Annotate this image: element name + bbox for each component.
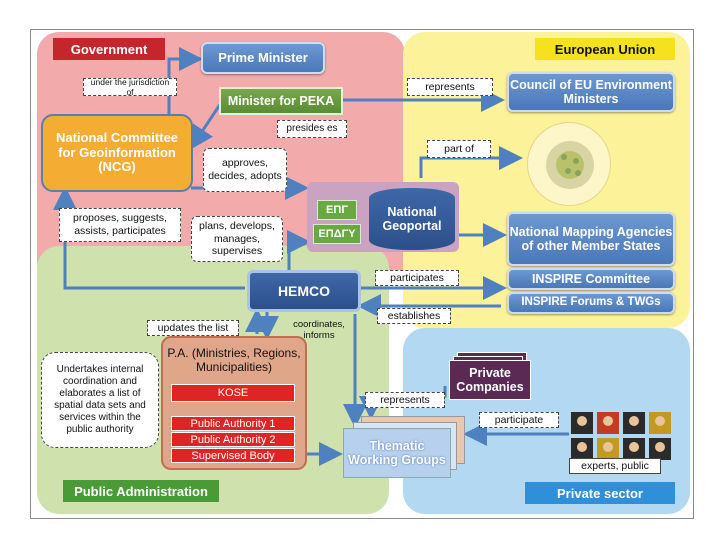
coordinates-label: coordinates, informs — [293, 318, 345, 341]
council-eu-node: Council of EU Environment Ministers — [507, 72, 675, 112]
private-sector-label: Private sector — [525, 482, 675, 504]
epdgy-node: ΕΠΔΓΥ — [313, 224, 361, 244]
jurisdiction-label: under the jurisdiction of — [83, 77, 177, 97]
minister-peka-node: Minister for PEKA — [219, 87, 343, 115]
prime-minister-node: Prime Minister — [201, 42, 325, 74]
pa-node: P.A. (Ministries, Regions, Municipalitie… — [161, 336, 307, 470]
pa-title: P.A. (Ministries, Regions, Municipalitie… — [167, 346, 301, 374]
hemco-node: HEMCO — [247, 270, 361, 312]
government-label: Government — [53, 38, 165, 60]
private-companies-node: Private Companies — [449, 360, 531, 400]
represents-pc-label: represents — [365, 392, 445, 408]
experts-icons — [569, 410, 673, 462]
eu-label: European Union — [535, 38, 675, 60]
plans-label: plans, develops, manages, supervises — [191, 216, 283, 262]
updates-list-label: updates the list — [147, 320, 239, 336]
public-admin-label: Public Administration — [63, 480, 219, 502]
undertakes-label: Undertakes internal coordination and ela… — [41, 352, 159, 448]
national-geoportal-node: National Geoportal — [369, 188, 455, 250]
establishes-label: establishes — [377, 308, 451, 324]
twg-node: Thematic Working Groups — [343, 428, 451, 478]
public-authority-2-box: Public Authority 2 — [171, 432, 295, 447]
inspire-logo — [527, 122, 611, 206]
supervised-body-box: Supervised Body — [171, 448, 295, 463]
participates-label: participates — [375, 270, 459, 286]
presides-label: presides es — [277, 120, 347, 138]
experts-label: experts, public — [569, 458, 661, 474]
inspire-logo-icon — [546, 141, 594, 189]
ncg-node: National Committee for Geoinformation (N… — [41, 114, 193, 192]
proposes-label: proposes, suggests, assists, participate… — [59, 208, 181, 242]
epg-node: ΕΠΓ — [317, 200, 357, 220]
part-of-label: part of — [427, 140, 491, 158]
inspire-committee-node: INSPIRE Committee — [507, 268, 675, 290]
public-authority-1-box: Public Authority 1 — [171, 416, 295, 431]
inspire-forums-node: INSPIRE Forums & TWGs — [507, 292, 675, 314]
nma-node: National Mapping Agencies of other Membe… — [507, 212, 675, 266]
represents-eu-label: represents — [407, 78, 493, 96]
participate-label: participate — [479, 412, 559, 428]
people-icons — [571, 412, 671, 460]
approves-label: approves, decides, adopts — [203, 148, 287, 192]
kose-box: KOSE — [171, 384, 295, 402]
diagram-frame: Government European Union Public Adminis… — [30, 29, 694, 519]
